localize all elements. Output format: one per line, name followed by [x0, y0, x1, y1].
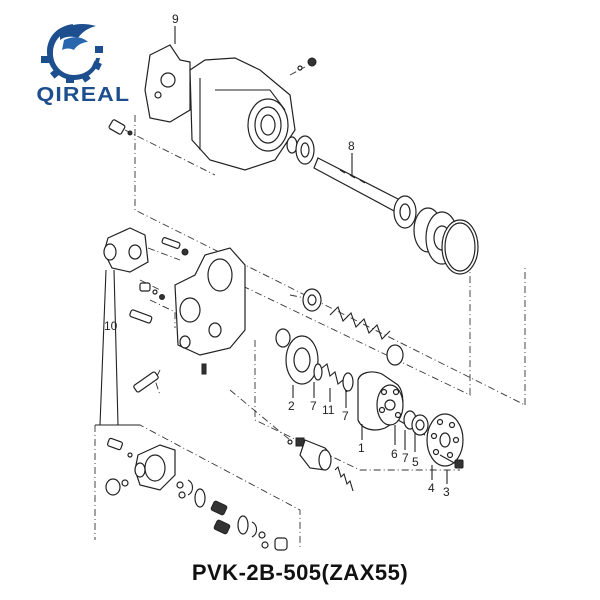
brand-name: QIREAL: [36, 84, 131, 106]
part-3-bolt: [439, 454, 464, 484]
part-label-10: 10: [104, 319, 118, 333]
gear-logo-icon: [41, 24, 103, 83]
part-label-11: 11: [322, 403, 335, 417]
servo-piston: [287, 437, 354, 492]
bolt-top-left: [108, 119, 133, 136]
part-label-7c: 7: [402, 451, 409, 465]
brand-logo: QIREAL: [20, 20, 130, 110]
pump-housing: [189, 57, 296, 171]
part-4-valve-plate: [426, 413, 464, 480]
part-label-1: 1: [358, 441, 365, 455]
valve-body: [174, 247, 246, 356]
part-9-plate: [144, 26, 191, 123]
part-label-9: 9: [172, 12, 179, 26]
large-spring: [329, 305, 391, 341]
part-8-shaft: [286, 135, 479, 275]
part-label-6: 6: [391, 447, 398, 461]
part-1-cylinder-block: [357, 371, 404, 440]
exploded-parts-diagram: 9 8 10: [94, 12, 526, 551]
spring-and-rings: [313, 363, 354, 408]
part-label-3: 3: [443, 485, 450, 499]
part-label-8: 8: [348, 139, 355, 153]
part-label-5: 5: [412, 455, 419, 469]
diagram-title: PVK-2B-505(ZAX55): [191, 560, 409, 585]
part-label-2: 2: [288, 399, 295, 413]
fastener-bolts: [129, 237, 207, 393]
part-label-7b: 7: [342, 409, 349, 423]
gear-pump-subassembly: [95, 424, 288, 551]
parts-6-7-5: [394, 410, 429, 452]
part-2-plate: [285, 335, 319, 398]
part-10-cover: [99, 227, 149, 426]
part-label-4: 4: [428, 481, 435, 495]
part-label-7a: 7: [310, 399, 317, 413]
